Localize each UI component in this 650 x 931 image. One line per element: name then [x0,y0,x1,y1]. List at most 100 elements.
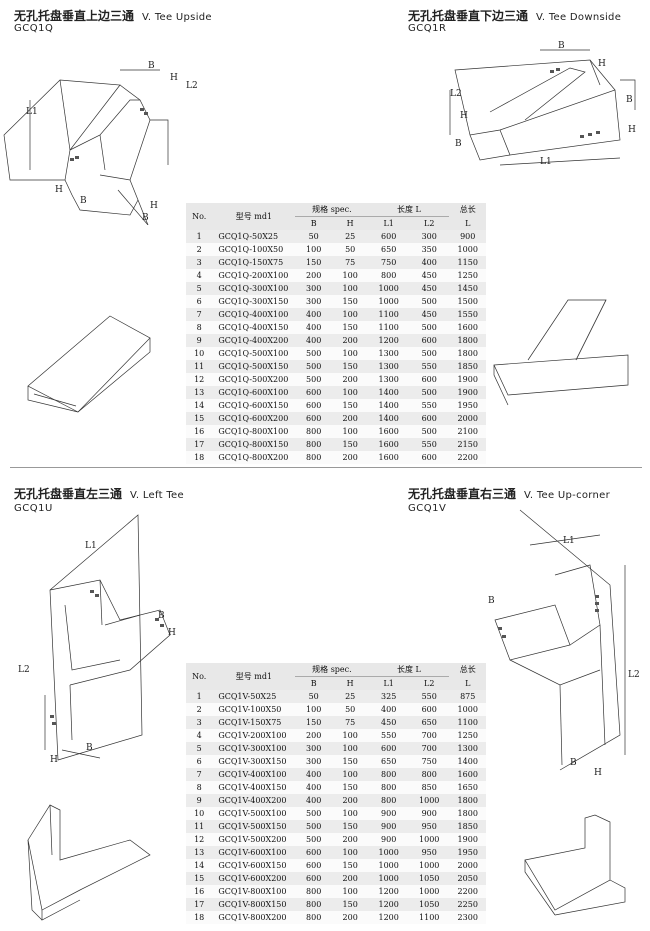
cell-b: 50 [295,690,332,703]
cell-h: 100 [331,885,369,898]
cell-model: GCQ1Q-50X25 [212,230,296,243]
cell-h: 75 [331,256,369,269]
cell-model: GCQ1V-800X100 [212,885,296,898]
cell-l2: 400 [408,256,450,269]
title-cn: 无孔托盘垂直右三通 [408,487,517,501]
spec-table-up-corner: No. 型号 md1 规格 spec. 长度 L 总长 B H L1 L2 L … [186,663,486,924]
cell-model: GCQ1V-50X25 [212,690,296,703]
cell-h: 150 [331,781,369,794]
elbow-piece-diagram [27,804,151,921]
col-total: 总长 [449,203,486,217]
cell-b: 600 [295,399,332,412]
cell-total: 1000 [449,703,486,716]
cell-no: 6 [186,755,213,768]
cell-l2: 550 [408,438,450,451]
cell-model: GCQ1Q-400X100 [212,308,296,321]
cell-no: 9 [186,794,213,807]
cell-b: 400 [295,781,332,794]
cell-total: 2100 [449,425,486,438]
up-corner-tee-diagram: L1 B L2 B H [488,509,640,778]
cell-b: 500 [295,820,332,833]
cell-model: GCQ1V-100X50 [212,703,296,716]
cell-l1: 900 [368,820,409,833]
cell-h: 100 [331,768,369,781]
cell-h: 200 [331,334,369,347]
cell-l2: 1000 [408,859,450,872]
cell-total: 2250 [449,898,486,911]
col-l1: L1 [368,216,409,230]
col-length: 长度 L [368,203,450,217]
cell-model: GCQ1V-300X150 [212,755,296,768]
cell-h: 200 [331,833,369,846]
cell-h: 150 [331,820,369,833]
section-title-up-corner: 无孔托盘垂直右三通 V. Tee Up-corner [408,485,610,502]
cell-h: 100 [331,425,369,438]
cell-model: GCQ1V-200X100 [212,729,296,742]
cell-no: 17 [186,438,213,451]
cell-h: 200 [331,451,369,464]
cell-l1: 1600 [368,451,409,464]
col-model: 型号 md1 [212,203,296,230]
cell-h: 100 [331,729,369,742]
cell-l2: 700 [408,729,450,742]
cell-l1: 800 [368,794,409,807]
dim-label-h: H [628,125,636,135]
cell-model: GCQ1Q-600X100 [212,386,296,399]
cell-no: 17 [186,898,213,911]
cell-model: GCQ1V-800X200 [212,911,296,924]
title-en: V. Tee Up-corner [524,490,611,501]
cell-b: 500 [295,360,332,373]
cell-l1: 1600 [368,425,409,438]
product-code: GCQ1R [408,23,447,34]
corner-piece-diagram [524,814,626,916]
dim-label-b: B [558,41,565,51]
cell-l2: 300 [408,230,450,243]
cell-l1: 600 [368,742,409,755]
left-tee-diagram: L1 B H L2 H B [18,514,176,765]
cell-no: 2 [186,703,213,716]
dim-label-b: B [488,596,495,606]
cell-b: 400 [295,768,332,781]
cell-b: 150 [295,256,332,269]
title-en: V. Tee Downside [536,12,622,23]
dim-label-b: B [80,196,87,206]
cell-b: 800 [295,438,332,451]
cell-total: 1600 [449,321,486,334]
cell-h: 150 [331,360,369,373]
cell-h: 200 [331,872,369,885]
cell-no: 11 [186,820,213,833]
cell-l1: 1000 [368,295,409,308]
cell-l2: 600 [408,373,450,386]
cell-no: 7 [186,308,213,321]
cell-total: 1800 [449,347,486,360]
cell-h: 150 [331,859,369,872]
cell-l2: 950 [408,820,450,833]
col-l1: L1 [368,676,409,690]
cell-model: GCQ1Q-500X100 [212,347,296,360]
cell-l1: 1100 [368,308,409,321]
cell-l1: 800 [368,269,409,282]
cell-b: 400 [295,794,332,807]
cell-l1: 900 [368,833,409,846]
cell-l1: 1600 [368,438,409,451]
cell-l2: 1000 [408,833,450,846]
cell-no: 3 [186,716,213,729]
cell-total: 1800 [449,807,486,820]
dim-label-b: B [158,611,165,621]
cell-b: 100 [295,703,332,716]
cell-l1: 650 [368,755,409,768]
dim-label-h: H [170,73,178,83]
cell-total: 1450 [449,282,486,295]
cell-l1: 1200 [368,334,409,347]
cell-b: 600 [295,846,332,859]
